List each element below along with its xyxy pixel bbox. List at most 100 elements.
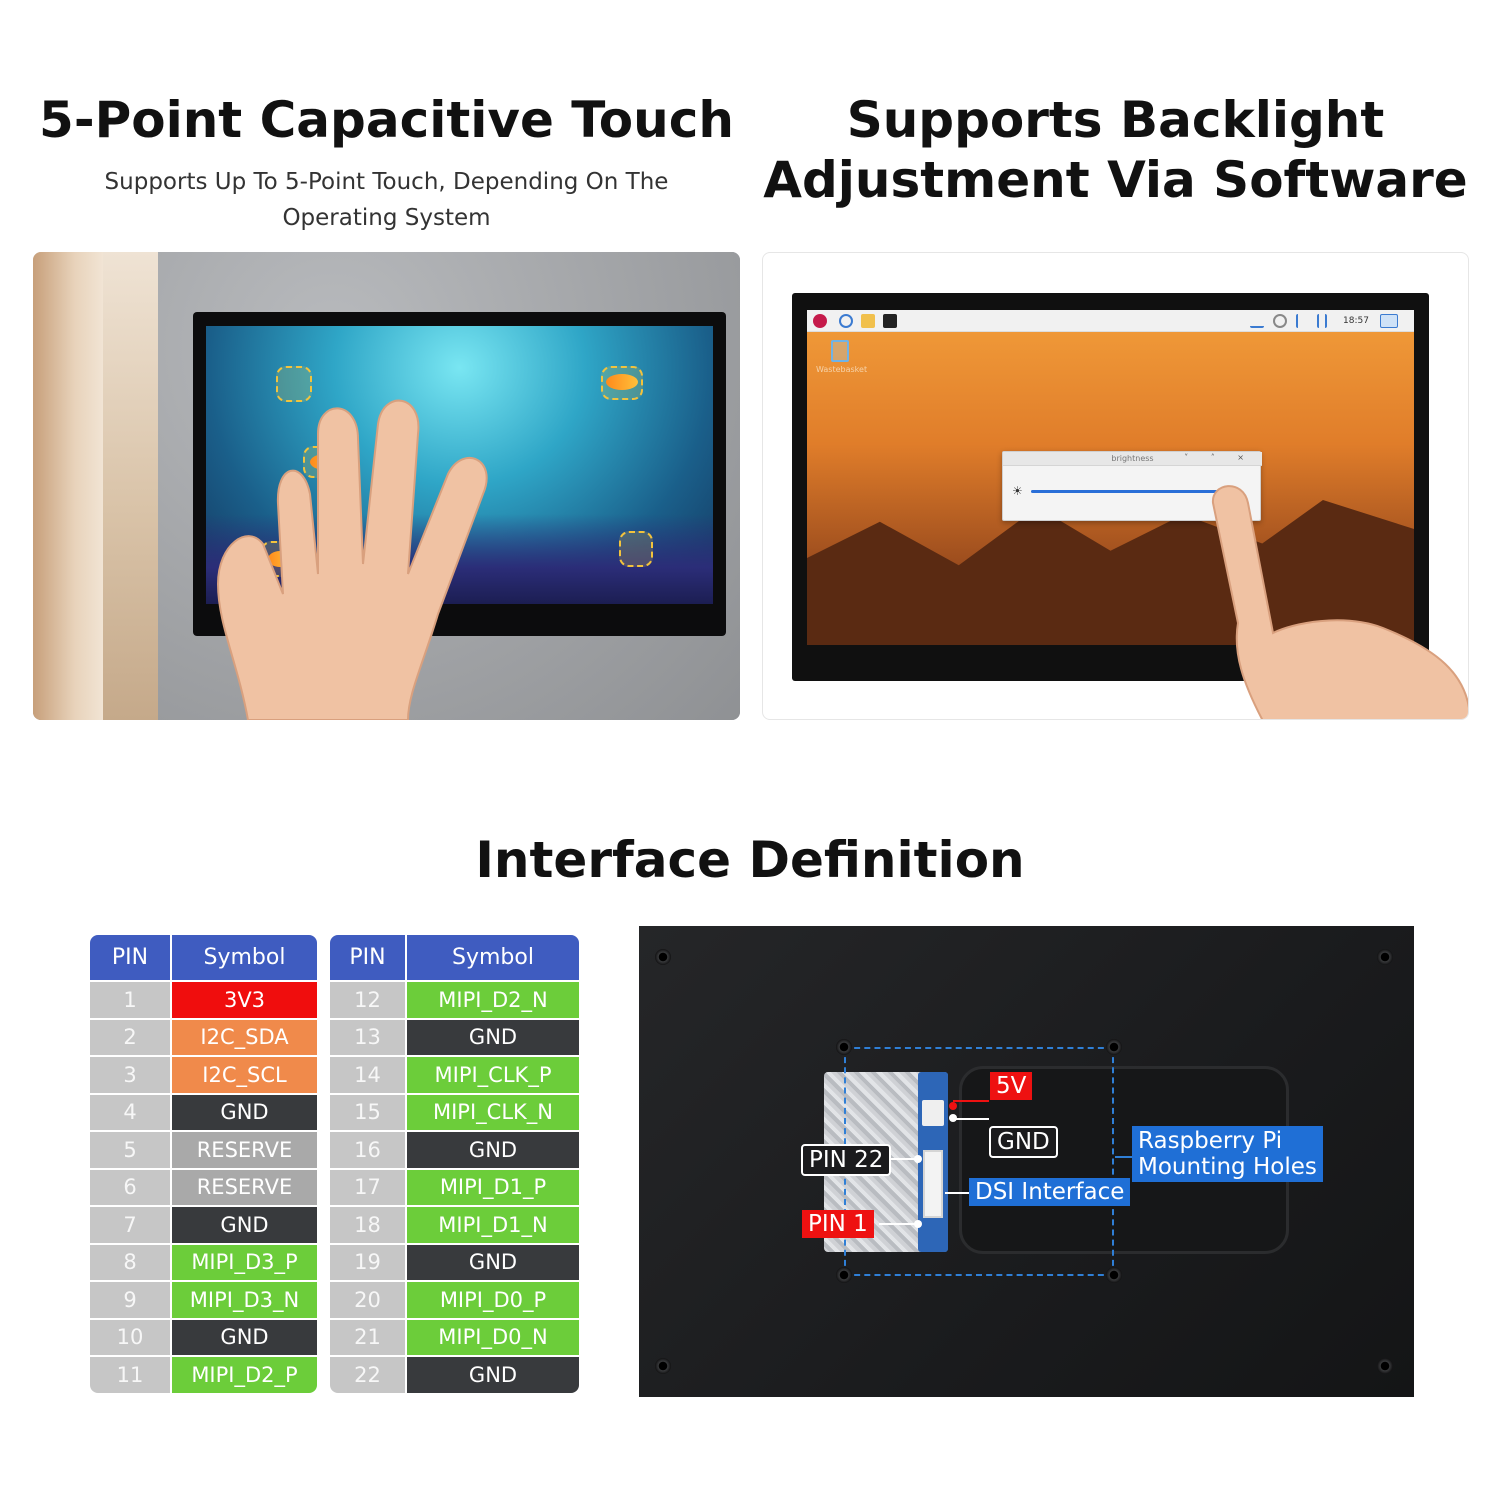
corner-screw [1377, 949, 1393, 965]
touch-title: 5-Point Capacitive Touch [39, 91, 734, 149]
pin-symbol: MIPI_D3_P [172, 1242, 317, 1280]
pointing-hand-illustration [1211, 485, 1468, 719]
desktop-screen: 18:57 Wastebasket brightness ˅ ˄ × ☀ [807, 310, 1414, 645]
mounting-hole [836, 1267, 852, 1283]
pin-symbol: MIPI_D1_N [407, 1205, 579, 1243]
leader-line [879, 1223, 915, 1225]
pin-number: 14 [330, 1055, 407, 1093]
column-header-pin: PIN [90, 935, 172, 980]
pin-number: 11 [90, 1355, 172, 1393]
touch-subtitle-line2: Operating System [282, 205, 491, 231]
leader-line [953, 1118, 989, 1120]
power-connector [922, 1100, 944, 1126]
pin-symbol: GND [172, 1205, 317, 1243]
mounting-hole [836, 1039, 852, 1055]
leader-line [953, 1100, 989, 1102]
pin-number: 4 [90, 1092, 172, 1130]
pin-number: 1 [90, 980, 172, 1018]
dsi-adapter-board [918, 1072, 948, 1252]
pin-number: 9 [90, 1280, 172, 1318]
folder-icon[interactable] [861, 314, 875, 328]
display-back-panel: 5V GND PIN 22 PIN 1 DSI Interface Raspbe… [639, 926, 1414, 1397]
pin-symbol: GND [172, 1092, 317, 1130]
pin-number: 15 [330, 1092, 407, 1130]
pin-symbol: GND [407, 1130, 579, 1168]
pin-symbol: MIPI_D2_P [172, 1355, 317, 1393]
bluetooth-icon[interactable] [1296, 314, 1304, 328]
pin-symbol: RESERVE [172, 1167, 317, 1205]
pin-number: 17 [330, 1167, 407, 1205]
desktop-display: 18:57 Wastebasket brightness ˅ ˄ × ☀ [792, 293, 1429, 681]
pin-symbol: MIPI_D1_P [407, 1167, 579, 1205]
pin-number: 20 [330, 1280, 407, 1318]
label-mounting-line1: Raspberry Pi [1138, 1128, 1283, 1154]
sync-icon[interactable] [1273, 314, 1287, 328]
network-icon[interactable] [1317, 314, 1327, 328]
sun-icon: ☀ [1012, 484, 1023, 498]
table-header-row: PIN Symbol [90, 935, 317, 980]
pin-number: 13 [330, 1017, 407, 1055]
pin-symbol: I2C_SDA [172, 1017, 317, 1055]
corner-screw [655, 949, 671, 965]
terminal-icon[interactable] [883, 314, 897, 328]
label-dsi-interface: DSI Interface [969, 1178, 1131, 1206]
pin-number: 10 [90, 1317, 172, 1355]
clock: 18:57 [1343, 316, 1369, 326]
pin-symbol: MIPI_D0_N [407, 1317, 579, 1355]
pin-number: 8 [90, 1242, 172, 1280]
pin-symbol: MIPI_D0_P [407, 1280, 579, 1318]
pin-symbol: GND [407, 1017, 579, 1055]
wastebasket-label: Wastebasket [816, 365, 868, 374]
globe-icon[interactable] [839, 314, 853, 328]
pin-number: 12 [330, 980, 407, 1018]
pin-number: 2 [90, 1017, 172, 1055]
brightness-slider[interactable] [1031, 490, 1221, 493]
hand-illustration [216, 399, 488, 720]
download-icon[interactable] [1250, 314, 1264, 328]
raspberry-pi-icon[interactable] [813, 314, 827, 328]
corner-screw [655, 1358, 671, 1374]
pin-number: 18 [330, 1205, 407, 1243]
dialog-titlebar[interactable]: brightness ˅ ˄ × [1003, 452, 1262, 466]
leader-line [945, 1192, 969, 1194]
label-pin22: PIN 22 [801, 1144, 892, 1176]
touch-target [619, 531, 653, 567]
column-header-pin: PIN [330, 935, 407, 980]
mounting-hole [1106, 1267, 1122, 1283]
table-header-row: PIN Symbol [330, 935, 579, 980]
label-mounting-holes: Raspberry Pi Mounting Holes [1132, 1126, 1323, 1182]
pin-number: 16 [330, 1130, 407, 1168]
label-pin1: PIN 1 [802, 1210, 874, 1238]
pin-marker [949, 1102, 957, 1110]
curtain [33, 252, 103, 720]
pin-number: 22 [330, 1355, 407, 1393]
dialog-window-buttons[interactable]: ˅ ˄ × [1184, 453, 1254, 462]
wastebasket-icon[interactable] [831, 340, 849, 362]
keyboard-icon[interactable] [1380, 314, 1398, 328]
interface-title: Interface Definition [475, 831, 1025, 889]
corner-screw [1377, 1358, 1393, 1374]
column-header-symbol: Symbol [172, 935, 317, 980]
pin-symbol: MIPI_D2_N [407, 980, 579, 1018]
label-gnd: GND [989, 1126, 1058, 1158]
leader-line [1115, 1156, 1133, 1158]
leader-line [883, 1158, 919, 1160]
pin-number: 5 [90, 1130, 172, 1168]
